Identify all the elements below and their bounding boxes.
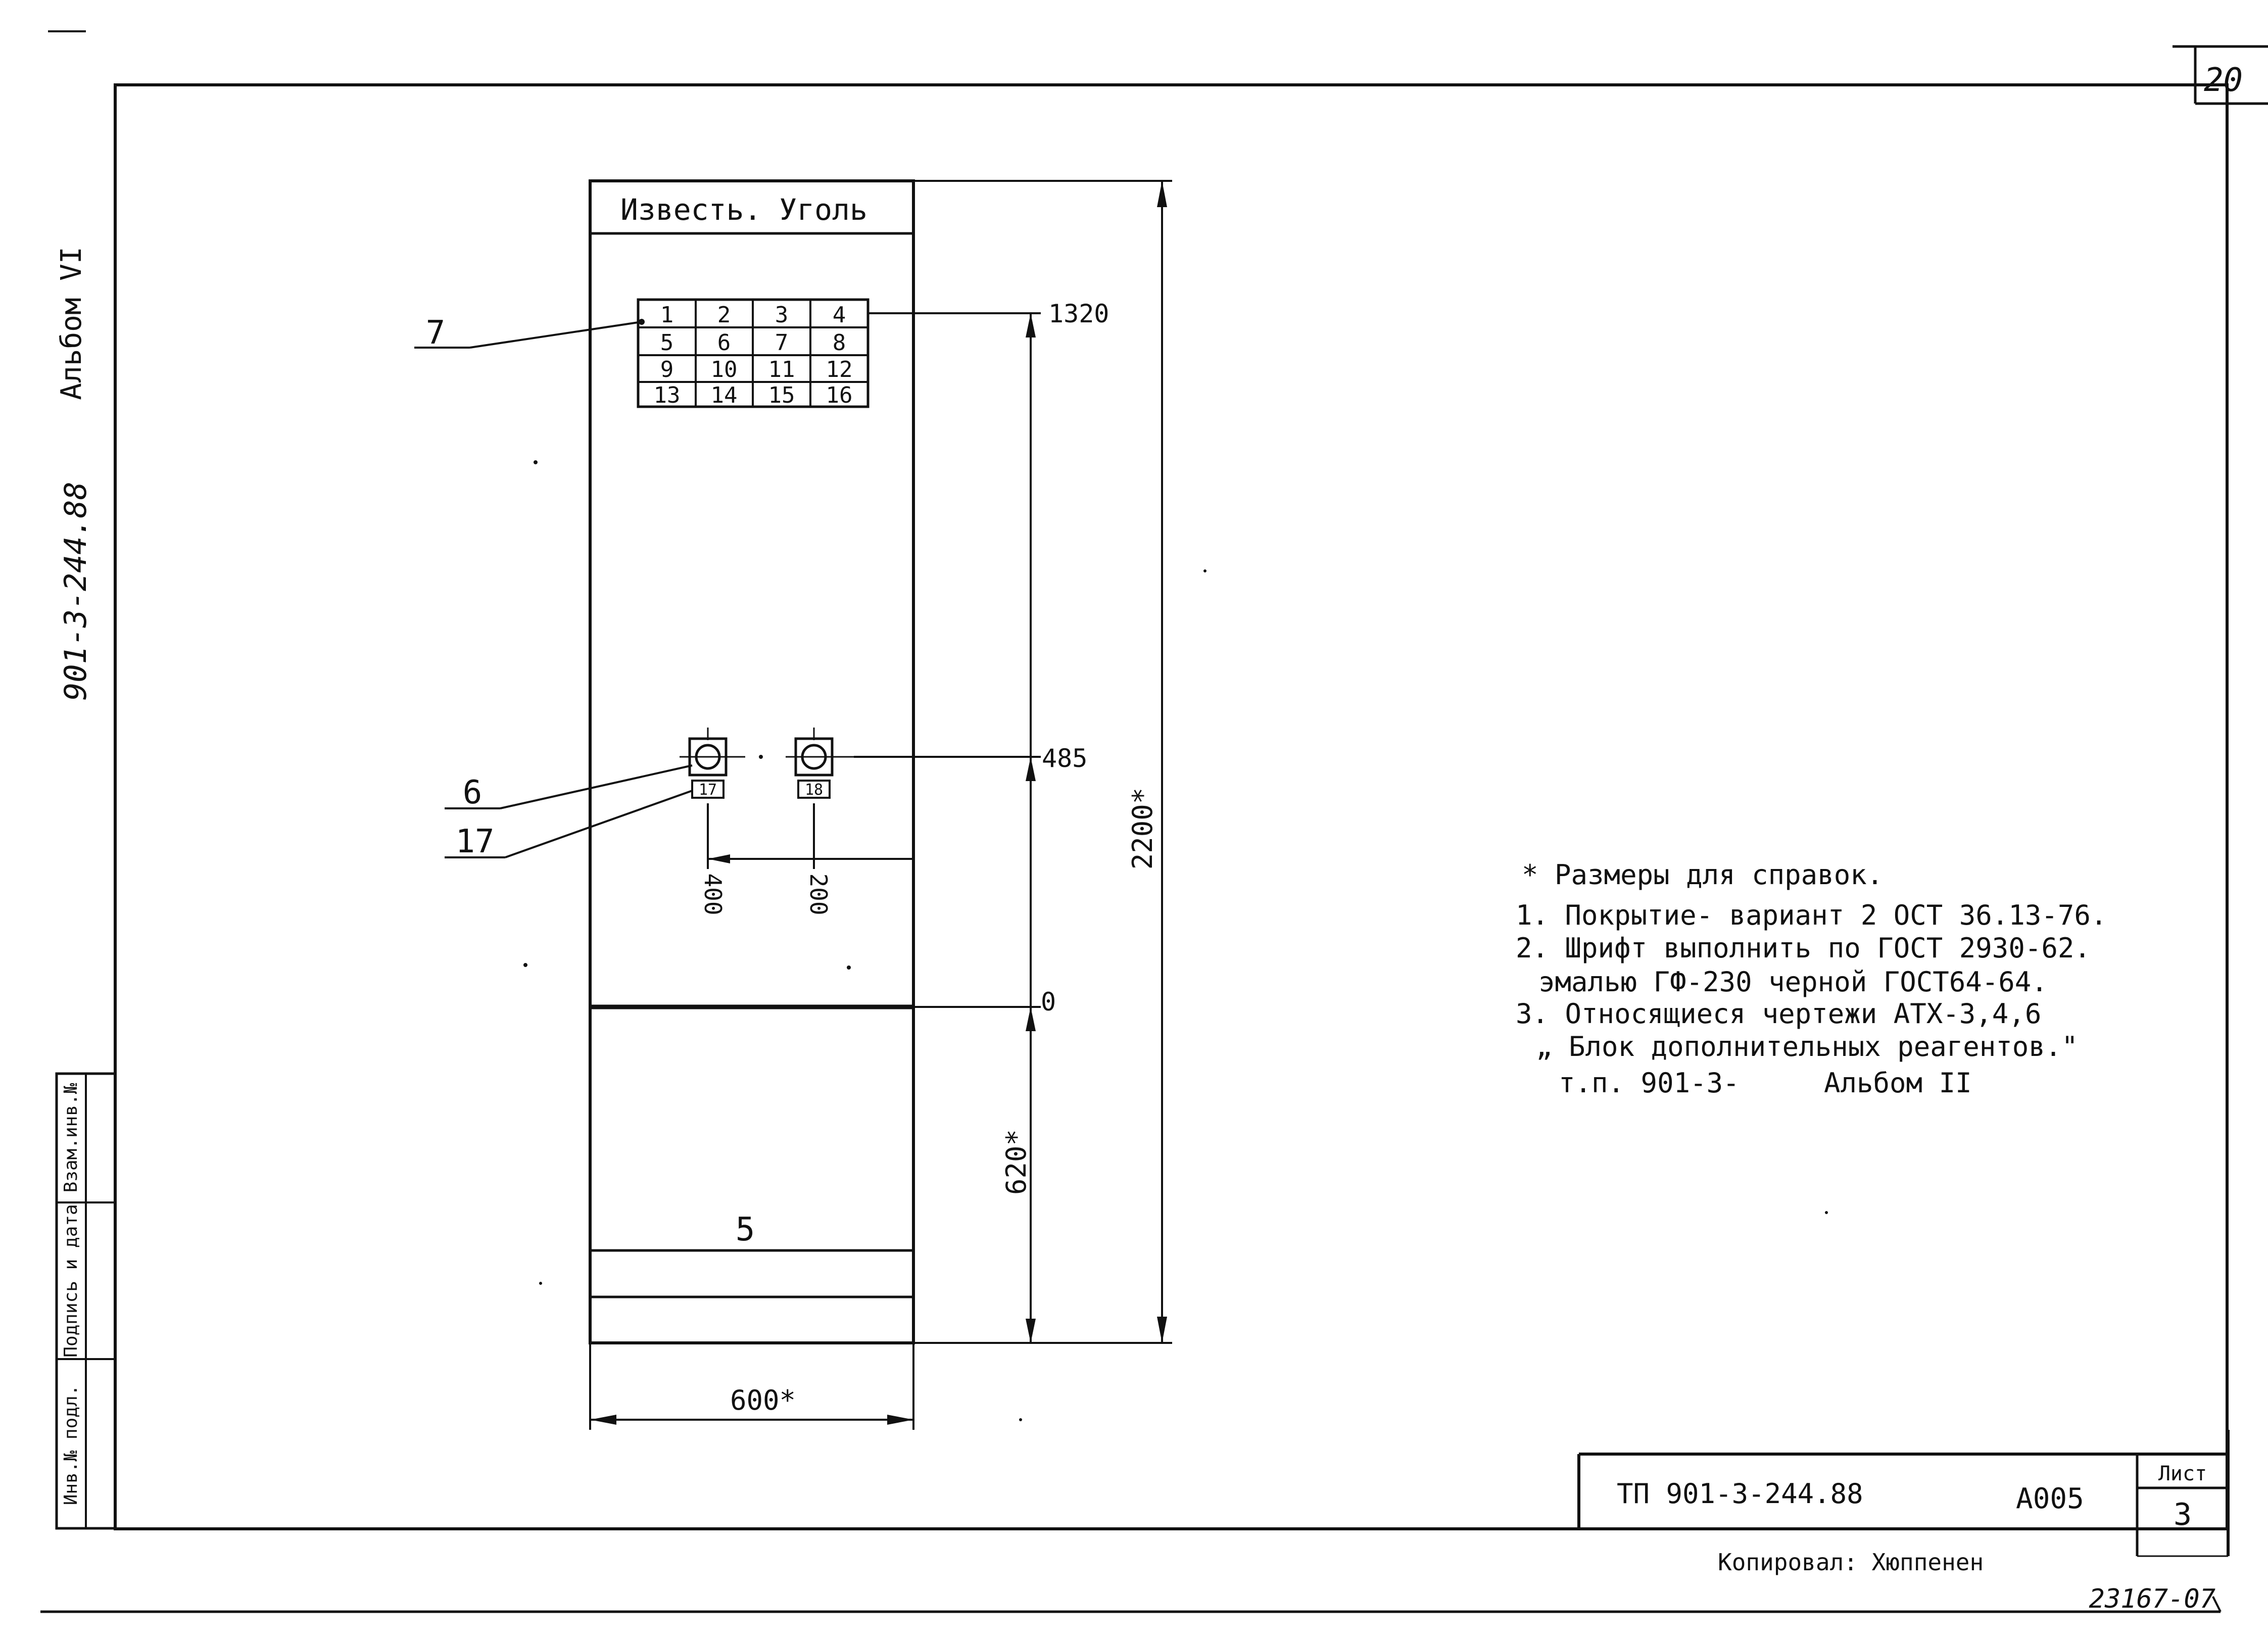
grid-cell: 4: [833, 302, 846, 328]
corner-sheet-number: 20: [2204, 62, 2243, 99]
note-line: 3. Относящиеся чертежи АТХ-3,4,6: [1516, 998, 2041, 1030]
dim-base-height: 620*: [1000, 1129, 1032, 1195]
title-sheet-number: 3: [2174, 1497, 2192, 1532]
dim-offset-200: 200: [805, 873, 832, 915]
grid-cell: 3: [775, 302, 789, 328]
dim-level-mid: 485: [1042, 744, 1087, 773]
lamp-centerlines: [680, 728, 854, 759]
lamp-tag-17: 17: [699, 781, 717, 799]
stray-marks: [523, 460, 1828, 1421]
bottom-rule-tick: [2212, 1596, 2222, 1612]
grid-cell: 8: [833, 330, 846, 356]
grid-cell: 10: [711, 357, 738, 382]
grid-cell: 5: [660, 330, 674, 356]
note-line: 1. Покрытие- вариант 2 ОСТ 36.13-76.: [1516, 899, 2107, 931]
callout-tag-number: 17: [455, 823, 494, 860]
note-line: эмалью ГФ-230 черной ГОСТ64-64.: [1538, 966, 2048, 998]
grid-cell: 9: [660, 357, 674, 382]
grid-cell: 14: [711, 382, 738, 408]
callout-lamp-number: 6: [463, 774, 482, 811]
label-plate-grid: [637, 298, 870, 408]
album-label: Альбом VI: [55, 247, 88, 400]
dim-total-height: 2200*: [1127, 788, 1159, 870]
grid-cell: 2: [717, 302, 731, 328]
note-line: * Размеры для справок.: [1522, 859, 1883, 891]
label-plate-numbers: 1 2 3 4 5 6 7 8 9 10 11 12 13 14 15 16: [654, 302, 853, 408]
note-line: Альбом II: [1824, 1067, 1972, 1099]
grid-cell: 13: [654, 382, 681, 408]
lamp-tag-18: 18: [805, 781, 823, 799]
leader-lines: [414, 319, 693, 858]
title-sheet-label: Лист: [2158, 1462, 2207, 1485]
title-sheet-code: А005: [2016, 1482, 2084, 1515]
grid-cell: 15: [768, 382, 795, 408]
base-item-label: 5: [736, 1211, 755, 1248]
dim-level-top: 1320: [1048, 299, 1109, 328]
note-line: „ Блок дополнительных реагентов.": [1536, 1031, 2078, 1063]
note-line: т.п. 901-3-: [1559, 1067, 1740, 1099]
drawing-frame: [114, 83, 2229, 1530]
note-line: 2. Шрифт выполнить по ГОСТ 2930-62.: [1516, 932, 2091, 964]
grid-cell: 12: [826, 357, 853, 382]
panel-header-label: Известь. Уголь: [620, 192, 867, 227]
dim-width: 600*: [730, 1384, 796, 1416]
callout-grid-number: 7: [426, 314, 446, 352]
side-project-code: 901-3-244.88: [58, 481, 93, 700]
document-number: 23167-07: [2089, 1584, 2215, 1614]
dim-offset-400: 400: [699, 873, 727, 915]
dimension-lines: [589, 180, 1172, 1430]
stamp-strip: Инв.№ подл. Подпись и дата Взам.инв.№: [55, 1072, 117, 1530]
general-notes: * Размеры для справок. 1. Покрытие- вари…: [1516, 859, 2107, 1099]
grid-cell: 16: [826, 382, 853, 408]
grid-cell: 1: [660, 302, 674, 328]
grid-cell: 7: [775, 330, 789, 356]
copied-by: Копировал: Хюппенен: [1718, 1549, 1984, 1576]
grid-cell: 11: [768, 357, 795, 382]
stamp-label-1: Инв.№ подл.: [61, 1385, 81, 1505]
title-block: [1577, 1430, 2230, 1557]
panel-front-view: [589, 179, 915, 1344]
stamp-label-3: Взам.инв.№: [61, 1083, 81, 1192]
title-project-code: ТП 901-3-244.88: [1617, 1478, 1863, 1510]
stamp-label-2: Подпись и дата: [61, 1204, 81, 1357]
grid-cell: 6: [717, 330, 731, 356]
dim-level-zero: 0: [1041, 987, 1056, 1017]
